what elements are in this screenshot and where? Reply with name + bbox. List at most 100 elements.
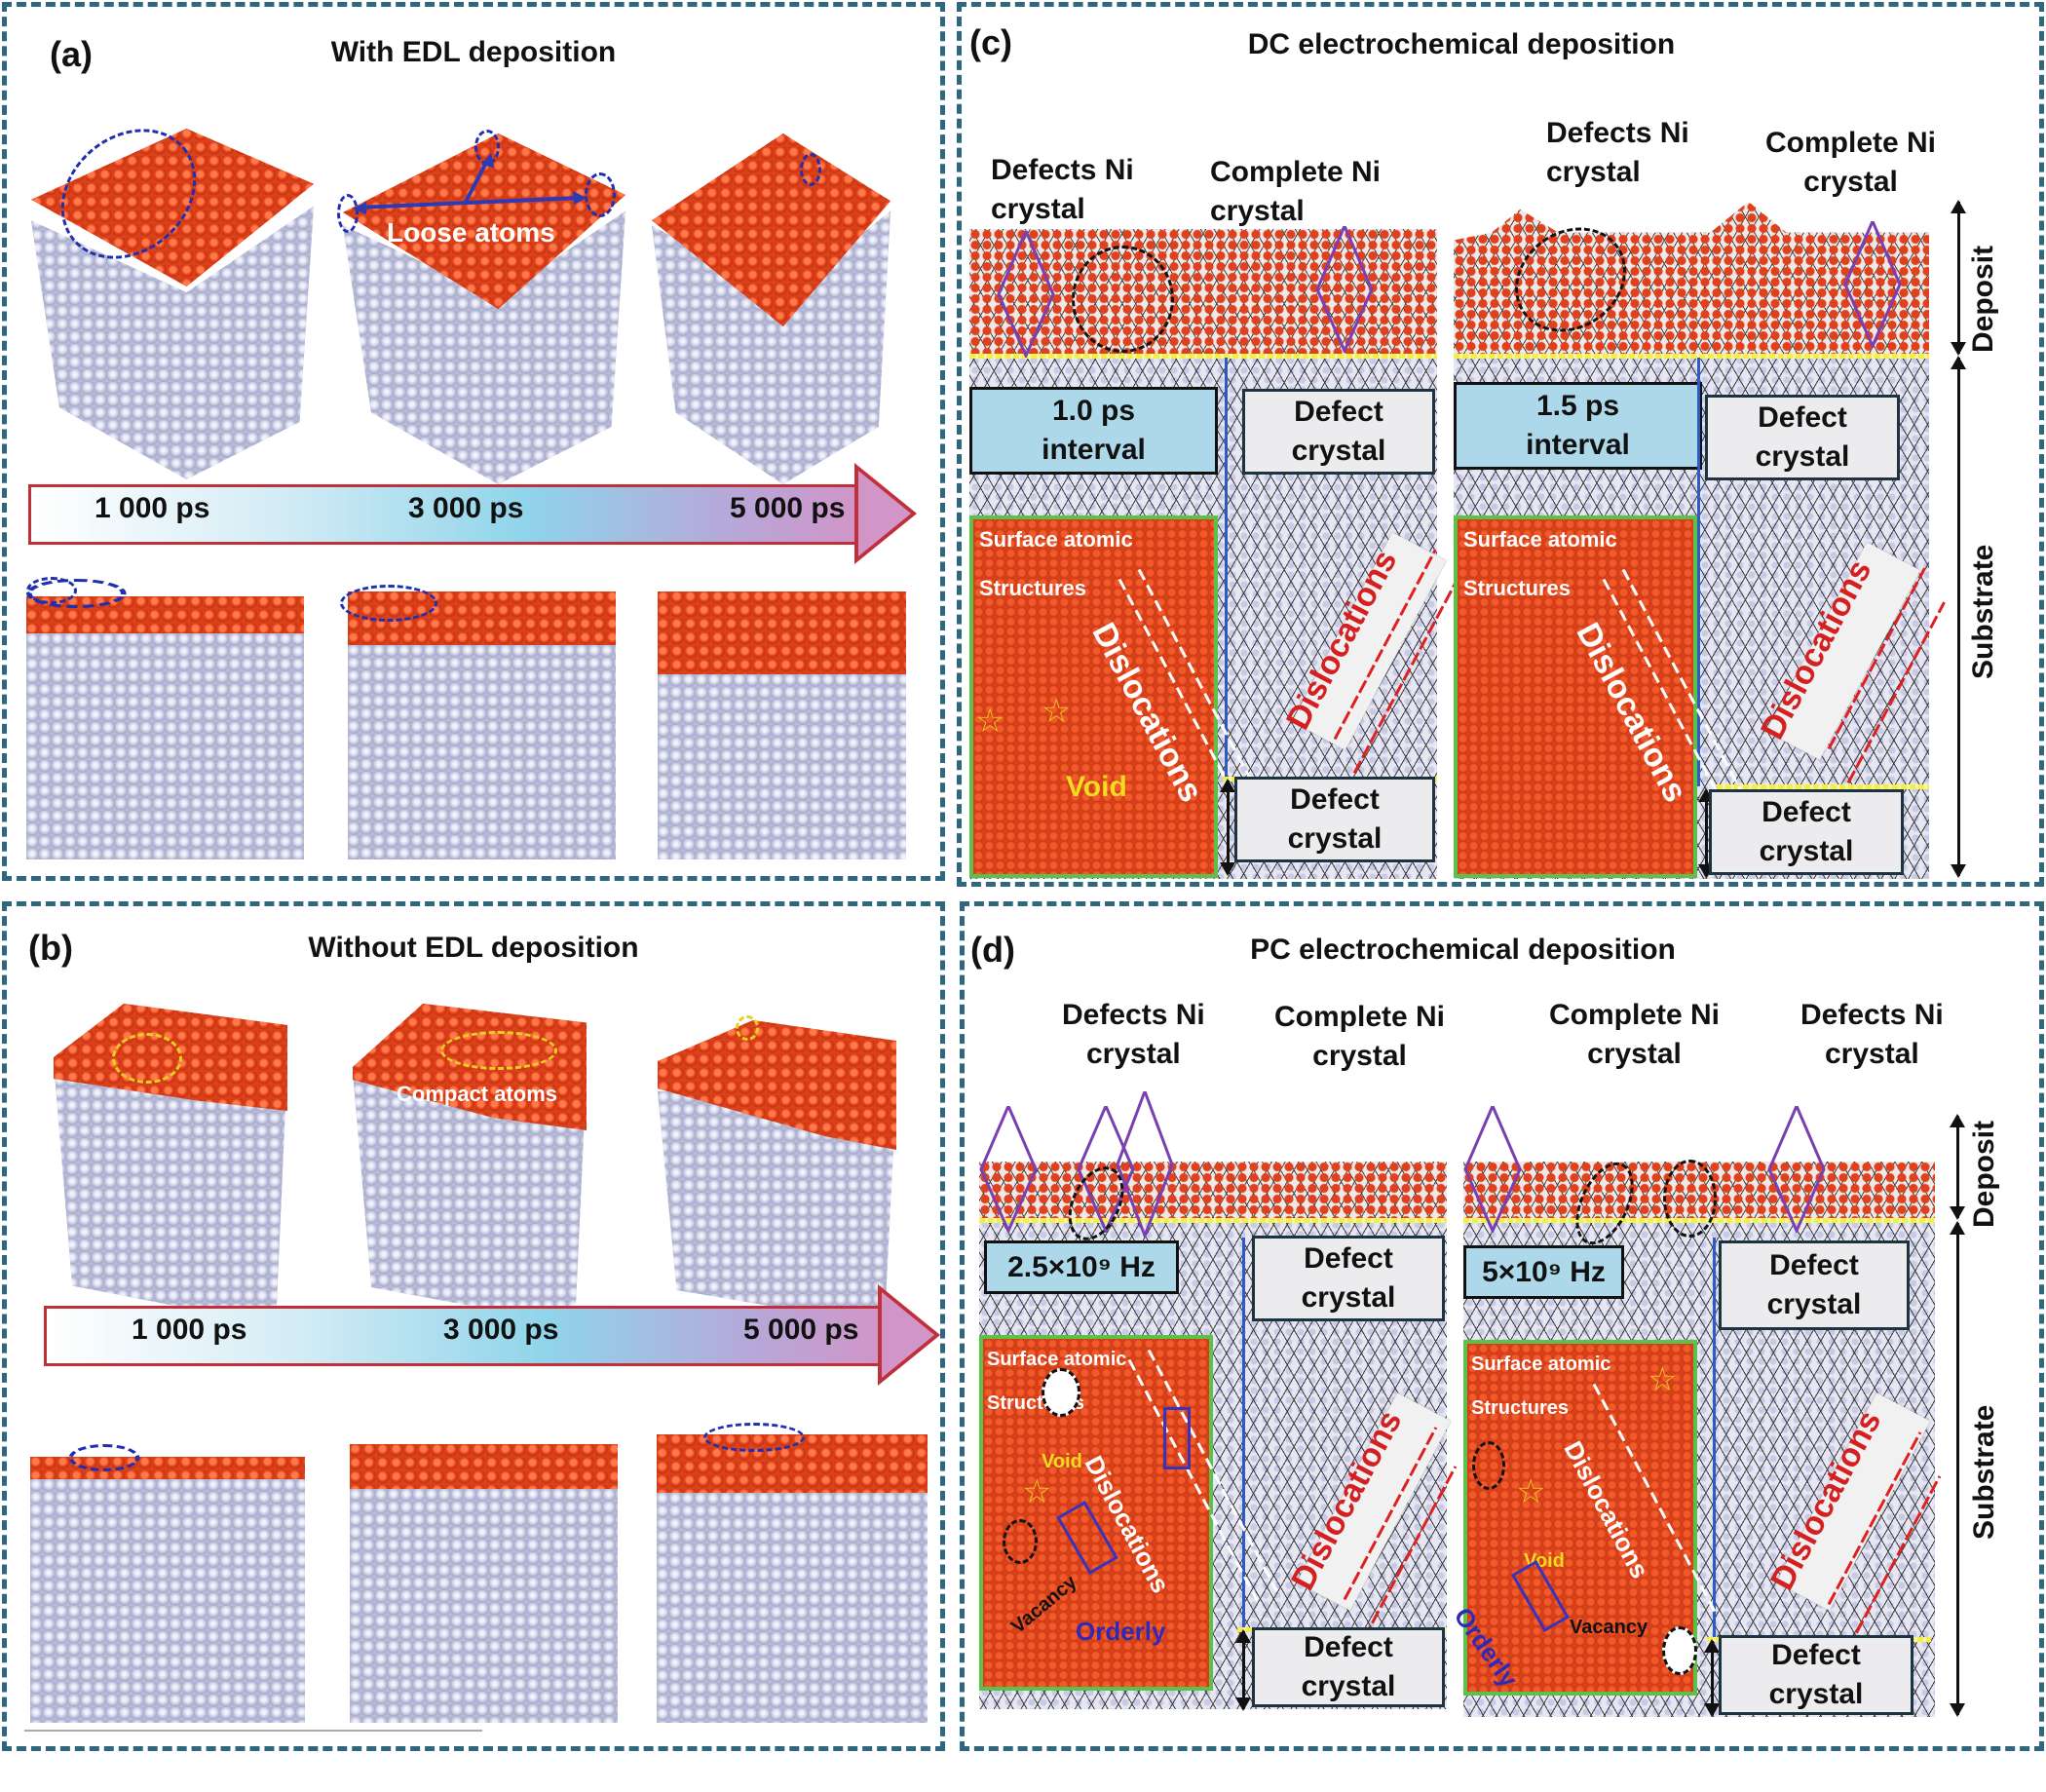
defect-depth-arrow bbox=[1698, 788, 1714, 878]
divider bbox=[24, 1730, 482, 1732]
pc-sim-2: 5×10⁹ Hz Defect crystal Surface atomic S… bbox=[1448, 1052, 1942, 1725]
cube-1000ps bbox=[31, 101, 314, 479]
time-label-5000: 5 000 ps bbox=[743, 1314, 859, 1346]
deposit-range-arrow bbox=[1950, 1114, 1965, 1220]
defect-crystal-box-lower: Defect crystal bbox=[1252, 1627, 1445, 1707]
panel-label: (d) bbox=[970, 930, 1015, 970]
void-label: Void bbox=[1042, 1451, 1082, 1472]
panel-d: (d) PC electrochemical deposition 2.5×10… bbox=[960, 901, 2044, 1751]
substrate-label: Substrate bbox=[1968, 1404, 2000, 1540]
time-label-1000: 1 000 ps bbox=[95, 492, 210, 524]
interface-line bbox=[969, 354, 1437, 359]
vacancy-highlight bbox=[1662, 1626, 1697, 1675]
compact-atoms-label: Compact atoms bbox=[397, 1082, 558, 1106]
cube-1000ps bbox=[54, 1004, 287, 1325]
interface-line bbox=[1454, 354, 1929, 359]
panel-label: (c) bbox=[969, 22, 1012, 62]
condition-box: 5×10⁹ Hz bbox=[1463, 1245, 1624, 1299]
complete-crystal-diamond bbox=[979, 1106, 1038, 1233]
substrate-range-arrow bbox=[1951, 356, 1966, 878]
vacancy-label: Vacancy bbox=[1007, 1571, 1081, 1638]
panel-title: Without EDL deposition bbox=[308, 932, 639, 964]
condition-box: 2.5×10⁹ Hz bbox=[984, 1240, 1179, 1294]
substrate-range-arrow bbox=[1950, 1221, 1965, 1717]
defect-crystal-box-lower: Defect crystal bbox=[1719, 1635, 1913, 1715]
time-label-3000: 3 000 ps bbox=[408, 492, 524, 524]
loose-atoms-highlight bbox=[26, 579, 127, 608]
loose-atoms-highlight bbox=[800, 153, 821, 186]
surface-structure-region: Surface atomic Structures Dislocations bbox=[1454, 515, 1753, 878]
deposit-layer bbox=[979, 1162, 1447, 1222]
depth-arrow bbox=[1242, 1238, 1245, 1627]
orderly-box bbox=[1163, 1407, 1191, 1469]
complete-crystal-diamond bbox=[997, 231, 1055, 358]
panel-b: (b) Without EDL deposition Compact atoms… bbox=[2, 901, 945, 1751]
void-star: ☆ bbox=[975, 703, 1005, 740]
time-arrow: 1 000 ps 3 000 ps 5 000 ps bbox=[28, 463, 917, 564]
cube-5000ps bbox=[658, 1004, 896, 1325]
cube-3000ps: Loose atoms bbox=[337, 130, 625, 484]
callout-complete-ni-crystal: Complete Ni crystal bbox=[1210, 156, 1382, 227]
surface-label: Structures bbox=[1471, 1397, 1570, 1419]
panel-label: (b) bbox=[28, 928, 73, 968]
surface-label: Surface atomic bbox=[979, 527, 1133, 552]
void-label: Void bbox=[1066, 771, 1127, 803]
vacancy-label: Vacancy bbox=[1570, 1617, 1648, 1638]
defect-crystal-box-upper: Defect crystal bbox=[1705, 395, 1900, 480]
panel-title: With EDL deposition bbox=[330, 36, 617, 68]
cube-3000ps: Compact atoms bbox=[353, 1004, 587, 1325]
surface-label: Structures bbox=[979, 576, 1087, 600]
compact-atoms-highlight bbox=[440, 1031, 557, 1070]
loose-atoms-arrows bbox=[353, 153, 587, 214]
compact-atoms-highlight bbox=[736, 1015, 759, 1041]
complete-crystal-diamond bbox=[1116, 1091, 1174, 1238]
dislocation-label: Dislocations bbox=[1558, 1436, 1655, 1583]
vacancy-highlight bbox=[1042, 1368, 1080, 1417]
surface-label: Structures bbox=[1463, 576, 1572, 600]
defect-depth-arrow bbox=[1235, 1629, 1251, 1711]
defect-depth-arrow bbox=[1704, 1639, 1720, 1717]
defect-crystal-box-upper: Defect crystal bbox=[1242, 389, 1435, 475]
cube-5000ps bbox=[652, 133, 890, 484]
complete-crystal-diamond bbox=[1843, 221, 1902, 348]
loose-atoms-highlight bbox=[340, 585, 437, 622]
deposit-label: Deposit bbox=[1967, 245, 1999, 353]
panel-a: (a) With EDL deposition Loose atoms 1 00… bbox=[2, 2, 945, 881]
defect-crystal-box-lower: Defect crystal bbox=[1709, 789, 1904, 875]
panel-c: (c) DC electrochemical deposition 1.0 ps… bbox=[957, 2, 2044, 887]
substrate-atoms bbox=[54, 1062, 287, 1325]
callout-complete-ni-crystal: Complete Ni crystal bbox=[1765, 127, 1937, 198]
void-star: ☆ bbox=[1648, 1361, 1678, 1398]
defect-crystal-box-upper: Defect crystal bbox=[1252, 1236, 1445, 1321]
callout-complete-ni-crystal: Complete Ni crystal bbox=[1549, 999, 1721, 1070]
callout-complete-ni-crystal: Complete Ni crystal bbox=[1274, 1001, 1446, 1072]
orderly-label: Orderly bbox=[1448, 1602, 1525, 1693]
depth-arrow bbox=[1225, 358, 1228, 777]
side-view-3000ps bbox=[350, 1432, 618, 1725]
depth-arrow bbox=[1713, 1238, 1716, 1637]
side-view-1000ps-full bbox=[30, 1432, 305, 1725]
surface-structure-region: Surface atomic Structures ☆ Dislocations… bbox=[1448, 1340, 1720, 1696]
dc-sim-2: 1.5 ps interval Defect crystal Surface a… bbox=[1454, 202, 1946, 879]
void-label: Void bbox=[1524, 1550, 1565, 1572]
complete-crystal-diamond bbox=[1463, 1106, 1522, 1233]
deposit-label: Deposit bbox=[1968, 1120, 2000, 1228]
callout-defects-ni-crystal: Defects Ni crystal bbox=[1800, 999, 1944, 1070]
surface-label: Surface atomic bbox=[1471, 1354, 1611, 1375]
callout-defects-ni-crystal: Defects Ni crystal bbox=[1546, 117, 1689, 188]
void-star: ☆ bbox=[1022, 1473, 1052, 1510]
panel-title: PC electrochemical deposition bbox=[1250, 934, 1676, 966]
defect-crystal-highlight bbox=[1072, 246, 1174, 353]
surface-label: Surface atomic bbox=[1463, 527, 1617, 552]
deposit-range-arrow bbox=[1951, 200, 1966, 356]
panel-title: DC electrochemical deposition bbox=[1247, 28, 1676, 60]
complete-crystal-diamond bbox=[1315, 226, 1374, 353]
void-star: ☆ bbox=[1516, 1473, 1546, 1510]
vacancy-highlight bbox=[1003, 1519, 1038, 1564]
side-view-1000ps bbox=[26, 577, 304, 859]
defect-crystal-highlight bbox=[1663, 1160, 1717, 1238]
time-label-5000: 5 000 ps bbox=[730, 492, 846, 524]
depth-arrow bbox=[1697, 358, 1700, 786]
substrate-label: Substrate bbox=[1967, 544, 1999, 679]
condition-box: 1.0 ps interval bbox=[969, 387, 1218, 475]
